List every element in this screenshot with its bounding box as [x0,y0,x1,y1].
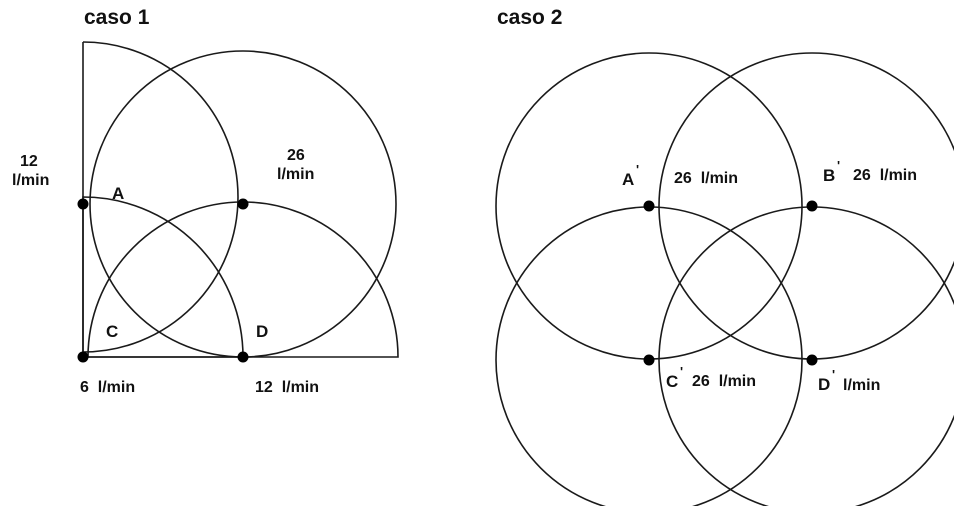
case-2-label-a: A [622,170,634,189]
case-2-prime-a: ' [636,162,639,177]
case-1-label-a: A [112,184,124,203]
case-2-flow-b: 26 l/min [853,167,917,184]
case-2-title: caso 2 [497,6,562,29]
case-1-head-b [237,198,249,210]
case-2-label-c: C [666,372,678,391]
case-1-flow-left-unit: l/min [12,172,49,189]
case-1-bottom-half-circle [87,201,399,358]
case-2-flow-c: 26 l/min [692,373,756,390]
case-2-label-d: D [818,375,830,394]
case-1-head-c [77,351,89,363]
case-1-quarter-circle [82,196,244,358]
case-1-head-d [237,351,249,363]
case-2-prime-b: ' [837,158,840,173]
case-1-left-half-circle [82,41,239,353]
case-2-label-b: B [823,166,835,185]
case-1-panel: caso 1 A C D 12 l/min 26 l/min 6 l/min 1… [12,6,399,396]
case-2-panel: caso 2 A ' B ' C ' D ' 26 l/min 26 l/min… [495,6,954,506]
case-1-flow-c: 6 l/min [80,379,135,396]
case-1-flow-top-value: 26 [287,147,305,164]
case-1-title: caso 1 [84,6,150,29]
case-2-head-d [806,354,818,366]
case-1-flow-top-unit: l/min [277,166,314,183]
case-1-flow-left-value: 12 [20,153,38,170]
case-2-circle-d [658,206,954,506]
case-2-prime-c: ' [680,364,683,379]
case-2-head-a [643,200,655,212]
case-2-head-b [806,200,818,212]
case-1-label-d: D [256,322,268,341]
case-2-flow-a: 26 l/min [674,170,738,187]
case-1-label-c: C [106,322,118,341]
case-1-flow-d: 12 l/min [255,379,319,396]
case-2-prime-d: ' [832,367,835,382]
case-1-head-a [77,198,89,210]
case-2-head-c [643,354,655,366]
case-2-flow-d: l/min [843,377,880,394]
